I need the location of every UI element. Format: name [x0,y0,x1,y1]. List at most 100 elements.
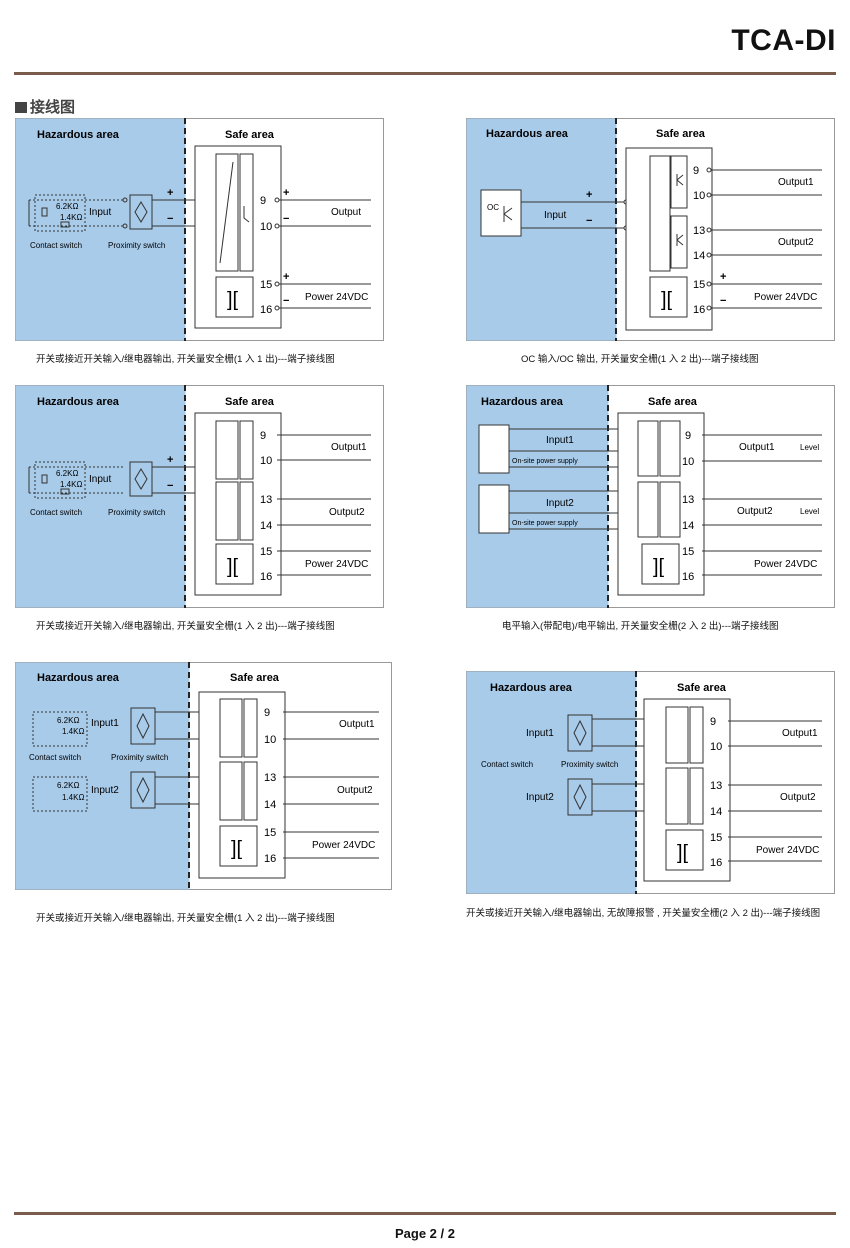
hazardous-area-label: Hazardous area [486,128,569,140]
output1-label: Output1 [778,177,814,188]
input1-label: Input1 [546,435,574,446]
isolation-icon: ][ [661,289,673,311]
resistor-1-label: 6.2KΩ [56,202,78,211]
terminal-15: 15 [710,832,722,844]
oc-label: OC [487,203,499,212]
square-bullet-icon [15,102,27,113]
resistor-2-label: 1.4KΩ [60,213,82,222]
wiring-diagram-2: Hazardous area Safe area OC Input + − 1 … [466,118,835,341]
output1-label: Output1 [339,719,375,730]
plus-sign: + [720,271,726,283]
terminal-16: 16 [682,571,694,583]
terminal-9: 9 [264,707,270,719]
caption-diagram-4: 电平输入(带配电)/电平输出, 开关量安全栅(2 入 2 出)---端子接线图 [502,621,779,632]
caption-diagram-1: 开关或接近开关输入/继电器输出, 开关量安全栅(1 入 1 出)---端子接线图 [36,354,335,365]
plus-sign: + [167,187,173,199]
resistor-2-label: 1.4KΩ [62,793,84,802]
terminal-15: 15 [260,546,272,558]
onsite-supply-label: On-site power supply [512,520,578,527]
minus-sign: − [283,295,289,307]
hazardous-area-label: Hazardous area [481,396,564,408]
terminal-16: 16 [264,853,276,865]
contact-switch-label: Contact switch [30,241,82,250]
plus-sign: + [283,271,289,283]
hazardous-area-label: Hazardous area [37,129,120,141]
terminal-9: 9 [693,165,699,177]
caption-diagram-3: 开关或接近开关输入/继电器输出, 开关量安全栅(1 入 2 出)---端子接线图 [36,621,335,632]
terminal-9: 9 [260,195,266,207]
section-title: 接线图 [15,96,75,117]
contact-switch-label: Contact switch [29,753,81,762]
proximity-switch-label: Proximity switch [561,760,618,769]
resistor-2-label: 1.4KΩ [60,480,82,489]
terminal-13: 13 [693,225,705,237]
terminal-15: 15 [264,827,276,839]
terminal-13: 13 [710,780,722,792]
header-rule [14,72,836,75]
input2-label: Input2 [91,785,119,796]
terminal-9: 9 [710,716,716,728]
input1-label: Input1 [91,718,119,729]
power-label: Power 24VDC [305,559,368,570]
plus-sign: + [586,189,592,201]
safe-area-label: Safe area [230,672,280,684]
proximity-switch-label: Proximity switch [108,241,165,250]
output2-label: Output2 [337,785,373,796]
isolation-icon: ][ [227,289,239,311]
caption-diagram-5: 开关或接近开关输入/继电器输出, 开关量安全栅(1 入 2 出)---端子接线图 [36,913,335,924]
terminal-15: 15 [682,546,694,558]
terminal-10: 10 [710,741,722,753]
minus-sign: − [167,213,173,225]
input1-label: Input1 [526,728,554,739]
minus-sign: − [283,213,289,225]
terminal-16: 16 [260,571,272,583]
terminal-10: 10 [264,734,276,746]
input2-label: Input2 [546,498,574,509]
hazardous-area-label: Hazardous area [490,682,573,694]
terminal-16: 16 [693,304,705,316]
terminal-10: 10 [682,456,694,468]
section-title-text: 接线图 [30,99,76,116]
terminal-16: 16 [260,304,272,316]
terminal-14: 14 [260,520,272,532]
minus-sign: − [720,295,726,307]
terminal-14: 14 [682,520,694,532]
output2-label: Output2 [329,507,365,518]
plus-sign: + [167,454,173,466]
output2-label: Output2 [778,237,814,248]
plus-sign: + [283,187,289,199]
level-label: Level [800,507,819,516]
output1-label: Output1 [331,442,367,453]
terminal-14: 14 [693,250,705,262]
power-label: Power 24VDC [754,292,817,303]
hazardous-area-label: Hazardous area [37,672,120,684]
terminal-15: 15 [693,279,705,291]
page-number: Page 2 / 2 [395,1226,455,1241]
document-title: TCA-DI [731,24,836,57]
caption-diagram-2: OC 输入/OC 输出, 开关量安全栅(1 入 2 出)---端子接线图 [521,354,759,365]
safe-area-label: Safe area [656,128,706,140]
output2-label: Output2 [780,792,816,803]
level-label: Level [800,443,819,452]
output1-label: Output1 [782,728,818,739]
wiring-diagram-3: Hazardous area Safe area 6.2KΩ 1.4KΩ Con… [15,385,384,608]
terminal-14: 14 [264,799,276,811]
wiring-diagram-1: Hazardous area Safe area 6.2KΩ 1.4KΩ Con… [15,118,384,341]
power-label: Power 24VDC [754,559,817,570]
hazardous-area-label: Hazardous area [37,396,120,408]
proximity-switch-label: Proximity switch [108,508,165,517]
wiring-diagram-6: Hazardous area Safe area Input1 Input2 C… [466,671,835,894]
resistor-1-label: 6.2KΩ [57,716,79,725]
terminal-10: 10 [260,455,272,467]
terminal-9: 9 [260,430,266,442]
isolation-icon: ][ [677,842,689,864]
contact-switch-label: Contact switch [481,760,533,769]
input2-label: Input2 [526,792,554,803]
safe-area-label: Safe area [225,396,275,408]
isolation-icon: ][ [653,556,665,578]
terminal-10: 10 [260,221,272,233]
caption-diagram-6: 开关或接近开关输入/继电器输出, 无故障报警 , 开关量安全栅(2 入 2 出)… [466,908,821,919]
isolation-icon: ][ [227,556,239,578]
power-label: Power 24VDC [312,840,375,851]
resistor-1-label: 6.2KΩ [56,469,78,478]
